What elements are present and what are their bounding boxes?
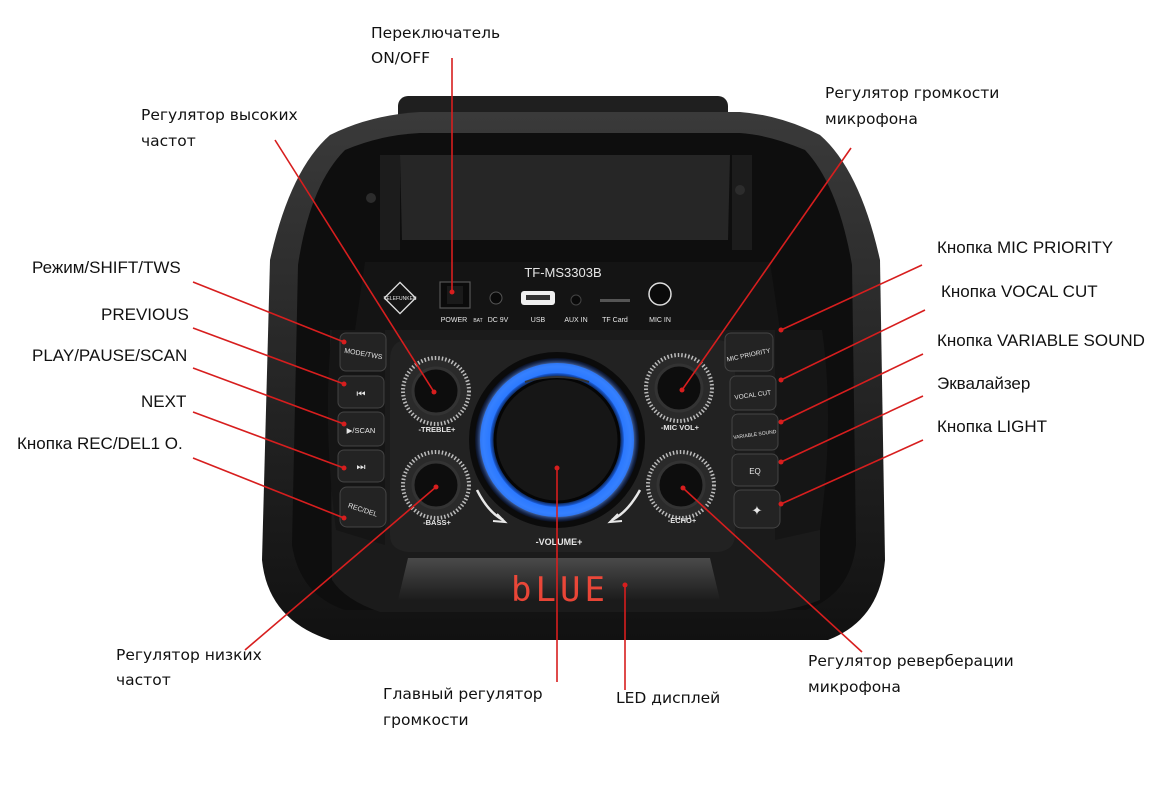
label-bass-2: частот bbox=[116, 671, 171, 689]
label-treble-1: Регулятор высоких bbox=[141, 106, 298, 124]
callout-labels: Переключатель ON/OFF Регулятор высоких ч… bbox=[17, 24, 1145, 729]
variable-sound-button[interactable]: VARIABLE SOUND bbox=[731, 413, 779, 451]
aux-label: AUX IN bbox=[564, 317, 587, 324]
echo-label: -ECHO+ bbox=[668, 516, 697, 525]
light-icon: ✦ bbox=[752, 503, 763, 518]
mic-priority-button[interactable]: MIC PRIORITY bbox=[724, 332, 774, 372]
mic-in-label: MIC IN bbox=[649, 317, 671, 324]
label-power-switch-2: ON/OFF bbox=[371, 49, 430, 67]
left-button-column: MODE/TWS ⏮ ▶/SCAN ⏭ REC/DEL bbox=[337, 332, 387, 528]
bat-label: BAT bbox=[473, 318, 482, 324]
tf-slot[interactable] bbox=[600, 299, 630, 302]
svg-text:TELEFUNKEN: TELEFUNKEN bbox=[383, 296, 416, 302]
knobs: -TREBLE+ -BASS+ -MIC VOL+ -ECHO+ bbox=[401, 352, 716, 547]
mic-in-port[interactable] bbox=[648, 282, 672, 306]
light-button[interactable]: ✦ bbox=[733, 489, 781, 529]
label-variable-sound: Кнопка VARIABLE SOUND bbox=[937, 331, 1145, 350]
label-treble-2: частот bbox=[141, 132, 196, 150]
label-light: Кнопка LIGHT bbox=[937, 417, 1047, 436]
play-pause-label: ▶/SCAN bbox=[347, 426, 376, 435]
mode-tws-button[interactable]: MODE/TWS bbox=[339, 332, 387, 372]
dc-label: DC 9V bbox=[488, 317, 509, 324]
top-panel: TF-MS3303B TELEFUNKEN POWER BAT DC 9V US… bbox=[355, 262, 780, 330]
label-rec: Кнопка REC/DEL1 O. bbox=[17, 434, 183, 453]
usb-label: USB bbox=[531, 317, 546, 324]
mic-vol-knob[interactable] bbox=[644, 353, 714, 423]
bass-label: -BASS+ bbox=[423, 518, 451, 527]
tf-label: TF Card bbox=[602, 317, 628, 324]
previous-button[interactable]: ⏮ bbox=[337, 375, 385, 409]
label-main-volume-2: громкости bbox=[383, 711, 469, 729]
treble-label: -TREBLE+ bbox=[419, 425, 456, 434]
label-previous: PREVIOUS bbox=[101, 305, 189, 324]
label-main-volume-1: Главный регулятор bbox=[383, 685, 543, 703]
volume-knob[interactable] bbox=[469, 352, 645, 528]
model-name: TF-MS3303B bbox=[524, 265, 601, 280]
label-bass-1: Регулятор низких bbox=[116, 646, 262, 664]
aux-port[interactable] bbox=[570, 294, 582, 306]
label-mic-volume-1: Регулятор громкости bbox=[825, 84, 999, 102]
brand-logo: TELEFUNKEN bbox=[383, 281, 417, 315]
label-power-switch-1: Переключатель bbox=[371, 24, 500, 42]
label-vocal-cut: Кнопка VOCAL CUT bbox=[941, 282, 1098, 301]
right-button-column: MIC PRIORITY VOCAL CUT VARIABLE SOUND EQ… bbox=[724, 332, 781, 529]
power-label: POWER bbox=[441, 317, 467, 324]
next-icon: ⏭ bbox=[357, 462, 366, 473]
led-display: bLUE bbox=[398, 558, 720, 610]
label-mic-volume-2: микрофона bbox=[825, 110, 918, 128]
previous-icon: ⏮ bbox=[357, 389, 366, 400]
vocal-cut-button[interactable]: VOCAL CUT bbox=[729, 375, 777, 411]
label-mic-priority: Кнопка MIC PRIORITY bbox=[937, 238, 1113, 257]
eq-button[interactable]: EQ bbox=[731, 453, 779, 487]
play-pause-button[interactable]: ▶/SCAN bbox=[337, 411, 385, 447]
leader-lines bbox=[192, 58, 926, 690]
label-mode: Режим/SHIFT/TWS bbox=[32, 258, 181, 277]
mic-vol-label: -MIC VOL+ bbox=[661, 423, 700, 432]
label-echo-1: Регулятор реверберации bbox=[808, 652, 1014, 670]
dc-jack bbox=[489, 291, 503, 305]
led-display-text: bLUE bbox=[511, 570, 609, 610]
eq-label: EQ bbox=[749, 467, 761, 476]
label-play-pause: PLAY/PAUSE/SCAN bbox=[32, 346, 187, 365]
rec-del-button[interactable]: REC/DEL bbox=[339, 486, 387, 528]
volume-label: -VOLUME+ bbox=[536, 537, 583, 547]
label-led-display: LED дисплей bbox=[616, 689, 720, 707]
label-next: NEXT bbox=[141, 392, 186, 411]
label-equalizer: Эквалайзер bbox=[937, 374, 1030, 393]
label-echo-2: микрофона bbox=[808, 678, 901, 696]
